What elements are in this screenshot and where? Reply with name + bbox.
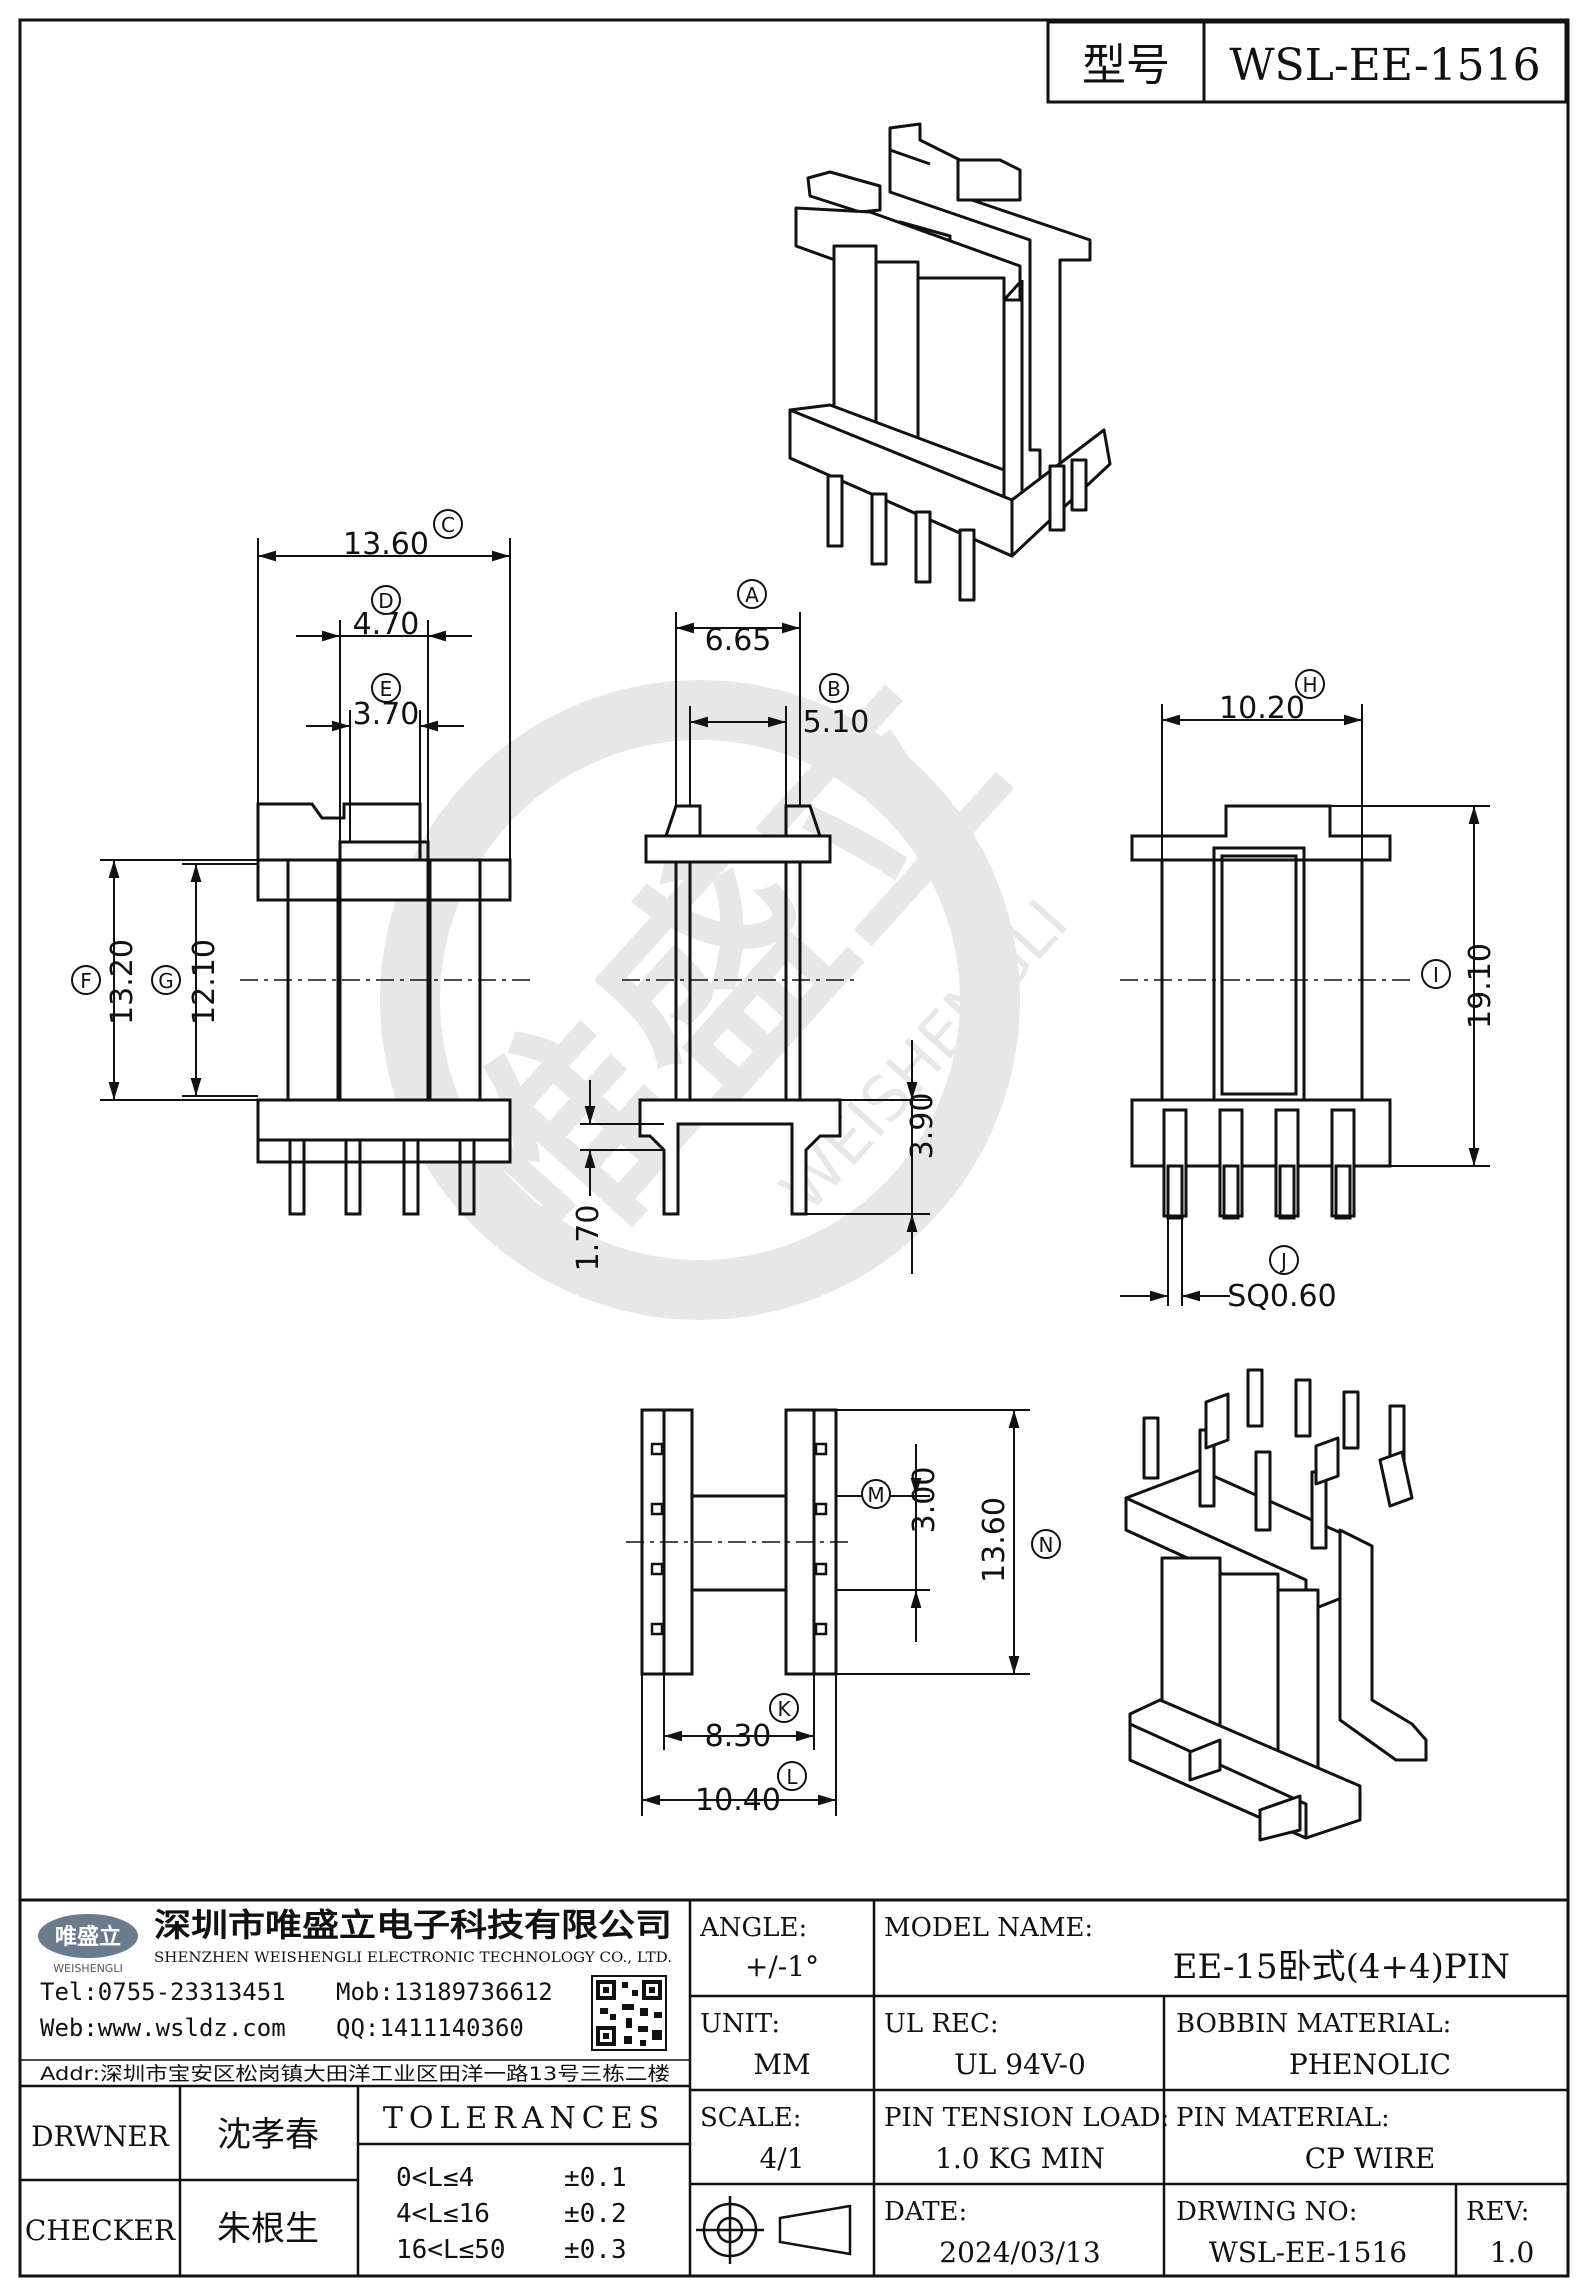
drawing-no-value: WSL-EE-1516: [1209, 2236, 1407, 2269]
dim-i-value: 19.10: [1463, 943, 1498, 1029]
unit-value: MM: [753, 2048, 810, 2081]
dim-l-value: 10.40: [695, 1783, 781, 1818]
bobbin-material-label: BOBBIN MATERIAL:: [1176, 2009, 1451, 2039]
tolerance-value-1: ±0.1: [564, 2163, 627, 2193]
checker-value: 朱根生: [217, 2209, 319, 2249]
dim-h-letter: H: [1302, 673, 1317, 697]
dim-pin-height: 3.90: [905, 1093, 940, 1160]
dim-d-letter: D: [378, 589, 393, 613]
tolerance-value-3: ±0.3: [564, 2235, 627, 2265]
dim-c-letter: C: [441, 513, 455, 537]
model-header: 型号 WSL-EE-1516: [1046, 20, 1568, 104]
dim-h-value: 10.20: [1219, 691, 1305, 726]
tolerance-range-1: 0<L≤4: [396, 2163, 474, 2193]
date-value: 2024/03/13: [939, 2236, 1100, 2269]
side-view: [622, 804, 860, 1216]
dimension-lines: [100, 538, 1490, 1816]
ul-rec-value: UL 94V-0: [954, 2048, 1086, 2081]
rev-value: 1.0: [1490, 2236, 1535, 2269]
watermark: 唯盛立 WEISHENGLI: [380, 632, 1082, 1323]
dim-b-letter: B: [827, 677, 841, 701]
isometric-view-top: [788, 122, 1112, 602]
right-view: [1120, 804, 1410, 1220]
dim-k-letter: K: [777, 1697, 791, 1721]
qr-code: [591, 1975, 667, 2051]
dim-e-letter: E: [380, 677, 393, 701]
pin-tension-value: 1.0 KG MIN: [935, 2142, 1105, 2175]
tolerance-range-3: 16<L≤50: [396, 2235, 506, 2265]
scale-label: SCALE:: [700, 2103, 802, 2133]
company-address: Addr:深圳市宝安区松岗镇大田洋工业区田洋一路13号三栋二楼: [40, 2063, 670, 2085]
model-name-value: EE-15卧式(4+4)PIN: [1173, 1947, 1510, 1987]
checker-label: CHECKER: [25, 2214, 176, 2247]
dim-j-value: SQ0.60: [1227, 1279, 1336, 1314]
drawer-label: DRWNER: [31, 2120, 170, 2153]
dimension-labels: 13.60 C 4.70 D 3.70 E 13.20 F 12.10 G 6.…: [71, 509, 1498, 1818]
company-web: Web:www.wsldz.com: [40, 2014, 286, 2042]
dim-a-value: 6.65: [705, 623, 772, 658]
tolerance-range-2: 4<L≤16: [396, 2199, 490, 2229]
scale-value: 4/1: [759, 2142, 804, 2175]
dim-b-value: 5.10: [803, 705, 870, 740]
title-block: 唯盛立 WEISHENGLI 深圳市唯盛立电子科技有限公司 SHENZHEN W…: [18, 1898, 1570, 2278]
drawing-no-label: DRWING NO:: [1176, 2197, 1357, 2227]
dim-l-letter: L: [786, 1765, 798, 1789]
date-label: DATE:: [884, 2197, 967, 2227]
dim-m-value: 3.00: [907, 1467, 942, 1534]
front-view: [240, 802, 530, 1216]
isometric-view-bottom: [1124, 1368, 1428, 1842]
dim-i-letter: I: [1433, 963, 1439, 987]
angle-value: +/-1°: [745, 1950, 819, 1983]
company-name-cn: 深圳市唯盛立电子科技有限公司: [154, 1906, 672, 1944]
svg-text:唯盛立: 唯盛立: [55, 1924, 121, 1950]
dim-f-value: 13.20: [105, 939, 140, 1025]
drawer-value: 沈孝春: [217, 2115, 319, 2155]
projection-symbol: [696, 2196, 852, 2264]
company-logo: 唯盛立 WEISHENGLI: [38, 1914, 138, 1975]
dim-j-letter: J: [1279, 1249, 1287, 1273]
bobbin-material-value: PHENOLIC: [1289, 2048, 1451, 2081]
dim-k-value: 8.30: [705, 1719, 772, 1754]
dim-c-value: 13.60: [343, 527, 429, 562]
rev-label: REV:: [1466, 2197, 1529, 2227]
company-tel: Tel:0755-23313451: [40, 1978, 286, 2006]
dim-g-value: 12.10: [187, 939, 222, 1025]
pin-tension-label: PIN TENSION LOAD:: [884, 2103, 1169, 2133]
angle-label: ANGLE:: [699, 1913, 807, 1943]
dim-n-letter: N: [1039, 1533, 1054, 1557]
bottom-view: [626, 1408, 850, 1676]
dim-n-value: 13.60: [977, 1497, 1012, 1583]
company-mob: Mob:13189736612: [336, 1978, 553, 2006]
pin-material-label: PIN MATERIAL:: [1176, 2103, 1390, 2133]
ul-rec-label: UL REC:: [884, 2009, 999, 2039]
pin-material-value: CP WIRE: [1305, 2142, 1436, 2175]
type-label: 型号: [1082, 40, 1170, 91]
dim-f-letter: F: [80, 969, 92, 993]
tolerances-title: TOLERANCES: [383, 2101, 665, 2136]
dim-a-letter: A: [745, 583, 759, 607]
tolerance-value-2: ±0.2: [564, 2199, 627, 2229]
model-number: WSL-EE-1516: [1229, 40, 1540, 91]
company-qq: QQ:1411140360: [336, 2014, 524, 2042]
dim-g-letter: G: [158, 969, 174, 993]
dim-m-letter: M: [867, 1483, 884, 1507]
svg-text:WEISHENGLI: WEISHENGLI: [53, 1962, 122, 1975]
unit-label: UNIT:: [700, 2009, 780, 2039]
model-name-label: MODEL NAME:: [884, 1913, 1093, 1943]
company-name-en: SHENZHEN WEISHENGLI ELECTRONIC TECHNOLOG…: [154, 1950, 672, 1966]
dim-base-height: 1.70: [571, 1205, 606, 1272]
